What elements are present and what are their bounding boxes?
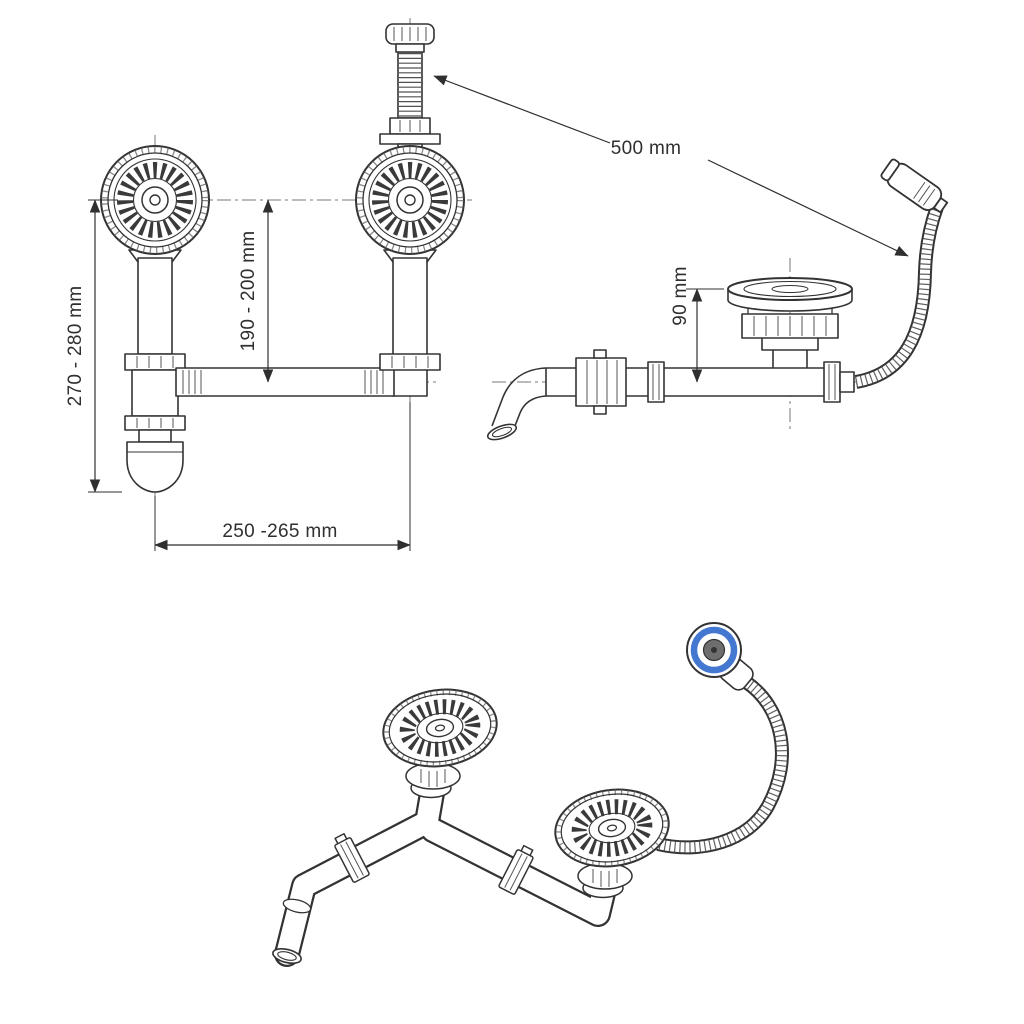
dim-label-hose-length: 500 mm bbox=[610, 138, 682, 159]
dimension-total-height bbox=[88, 199, 122, 493]
persp-clamp-1 bbox=[334, 832, 370, 883]
front-drain-pipes bbox=[124, 249, 441, 493]
strainer-right bbox=[356, 146, 464, 254]
persp-strainer-b bbox=[550, 782, 673, 873]
dimension-center-distance bbox=[154, 402, 411, 551]
side-overflow-hose bbox=[854, 204, 944, 389]
perspective-view bbox=[272, 622, 789, 967]
tee-fitting bbox=[131, 369, 179, 417]
side-overflow-fitting bbox=[880, 158, 949, 214]
persp-strainer-a bbox=[378, 682, 501, 773]
trap-cup bbox=[126, 441, 184, 493]
persp-strainer-nuts bbox=[405, 762, 633, 899]
persp-outlet bbox=[272, 898, 312, 965]
side-drain-pipes bbox=[486, 277, 855, 441]
overflow-standpipe bbox=[379, 23, 441, 151]
persp-clamp-2 bbox=[498, 844, 534, 895]
dim-label-total-height: 270 - 280 mm bbox=[65, 285, 86, 407]
pointer-hose-length bbox=[433, 75, 909, 257]
persp-overflow-fitting bbox=[686, 622, 754, 691]
pipe-coupling bbox=[575, 357, 627, 407]
side-view bbox=[486, 158, 949, 441]
front-view bbox=[88, 18, 909, 551]
dimension-outlet-height bbox=[686, 288, 724, 383]
dim-label-outlet-height: 90 mm bbox=[670, 266, 691, 326]
fitting-blue-ring bbox=[690, 626, 738, 674]
outlet-opening bbox=[486, 423, 518, 441]
persp-overflow-hose bbox=[656, 676, 789, 855]
dim-label-center-distance: 250 -265 mm bbox=[222, 521, 338, 542]
dim-label-drain-height: 190 - 200 mm bbox=[238, 230, 259, 352]
persp-pipes bbox=[274, 757, 622, 967]
